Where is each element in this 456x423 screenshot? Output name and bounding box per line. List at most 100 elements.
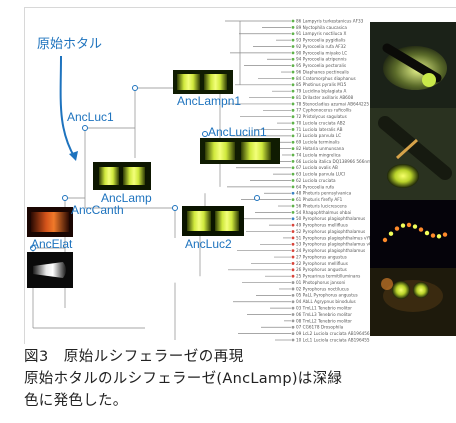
tip-label: 10 LcL1 Luciola cruciata AB196455 [296,337,370,342]
tip-label: 04 AbLL Agrypnus binodulus [296,299,356,304]
tip-marker [291,45,295,48]
tip-marker [291,300,295,304]
larva-glow-spot [400,223,406,228]
callout-arrow [59,55,76,159]
tip-label: 27 Pyrophorus angustus [296,254,347,259]
click-beetle-photo-icon [370,268,456,336]
tip-label: 94 Pyrocoelia atripennis [296,57,347,62]
larva-glow-spot [430,233,436,238]
tip-marker [291,293,295,297]
tip-label: 26 Pyrophorus angustus [296,267,347,272]
tip-marker [291,306,295,310]
node-label-ancelat: AncElat [31,237,73,251]
tip-marker [291,70,295,74]
tip-marker [291,338,295,342]
node-label-anccanth: AncCanth [71,203,124,217]
tip-label: 49 Pyrophorus mellifluus [296,223,348,228]
tip-label: 93 Pyrocoelia pygidialis [296,38,345,43]
tip-label: 22 Pyrophorus mellifluus [296,261,348,266]
tip-label: 06 TmLL3 Tenebrio molitor [296,312,352,317]
tip-marker [291,77,295,80]
tip-marker [291,262,295,265]
tip-label: 62 Luciola cruciata [296,178,336,183]
tip-label: 71 Luciola lateralis AB [296,127,343,132]
tip-label: 81 Drilaster axillaris AB608 [296,95,354,100]
tip-marker [291,179,295,182]
tip-marker [291,64,295,68]
tip-label: 08 TmLL2 Tenebrio molitor [296,318,352,323]
ancestral-node-marker [62,195,68,201]
tip-marker [291,236,295,240]
tip-marker [291,319,295,323]
tip-label: 09 LcL2 Luciola cruciata AB196456 [296,331,370,336]
tip-label: 52 Pyrophorus plagiophthalamus [296,229,365,234]
tip-marker [291,249,295,253]
tip-label: 61 Photuris firefly AF1 [296,197,343,202]
tip-marker [291,204,295,208]
callout-arrow-head [69,151,78,161]
tip-marker [291,19,295,23]
tip-label: 79 Lucidina biplagiata A [296,89,347,94]
tip-marker [291,25,295,29]
node-label-anclampn1: AncLampn1 [177,94,241,108]
tip-marker [291,166,295,170]
larva-glow-spot [418,227,424,232]
tip-marker [291,223,295,227]
node-label-ancluc2: AncLuc2 [185,237,232,251]
tip-label: 95 Pyrocoelia pectoralis [296,63,346,68]
tip-label: 96 Diaphanes pectinealis [296,69,349,74]
anclamp-tube-image [93,162,151,190]
tip-label: 63 Luciola parvula LUCI [296,172,345,177]
tip-label: 64 Pyrocoelia rufa [296,184,334,189]
larva-glow-spot [424,230,430,236]
tip-marker [291,108,295,112]
tip-marker [291,268,295,272]
tip-label: 24 Pyrophorus plagiophthalamus [296,248,365,253]
tip-label: 56 Photuris lucicrescens [296,203,347,208]
tip-label: 05 PaLL Pyrophorus angustus [296,293,358,298]
tip-marker [291,281,295,284]
tip-label: 82 Hotaria unmunsana [296,146,344,151]
tip-label: 70 Luciola cruciata AB2 [296,120,346,125]
ancluc2-tube-image [182,206,244,236]
primordial-firefly-callout: 原始ホタル [37,37,102,52]
tip-label: 72 Pristolycus sagulatus [296,114,347,119]
tip-marker [291,128,295,131]
tip-label: 69 Luciola terminalis [296,140,340,145]
tip-label: 86 Lampyris turkestanicus AF33 [296,18,364,23]
tip-label: 07 CG6178 Drosophila [296,325,344,330]
larva-glow-spot [442,232,448,237]
larva-glow-spot [394,226,400,231]
tip-marker [291,313,295,316]
tip-marker [291,115,295,119]
node-label-anclucin1: AncLuciin1 [208,125,267,139]
beetle-larva-photo-icon [370,200,456,268]
firefly-photo-icon [370,22,456,108]
tip-marker [291,172,295,176]
tip-marker [291,211,295,214]
ancestral-node-marker [30,245,36,251]
tip-label: 51 Pyrophorus plagiophthalmus vYE AF5433… [296,235,410,240]
tip-marker [291,96,295,99]
node-label-ancluc1: AncLuc1 [67,110,114,124]
tip-marker [291,140,295,144]
tip-marker [291,89,295,93]
tip-marker [291,217,295,221]
anccanth-tube-image [27,207,73,237]
tip-marker [291,325,295,329]
tip-label: 90 Pyrocoelia miyako LC [296,50,347,55]
tip-marker [291,332,295,336]
tip-label: 01 Photophorus jansoni [296,280,345,285]
ancestral-node-marker [202,131,208,137]
figure-caption: 図3 原始ルシフェラーゼの再現 原始ホタルのルシフェラーゼ(AncLamp)は深… [24,346,456,412]
tip-label: 02 Pyrophorus noctilucus [296,286,349,291]
ancestral-node-marker [172,205,178,211]
tip-marker [291,255,295,259]
tip-marker [291,191,295,195]
tip-marker [291,147,295,151]
tip-marker [291,159,295,163]
tip-marker [291,38,295,42]
tip-marker [291,51,295,55]
firefly-photo-icon [370,108,456,200]
